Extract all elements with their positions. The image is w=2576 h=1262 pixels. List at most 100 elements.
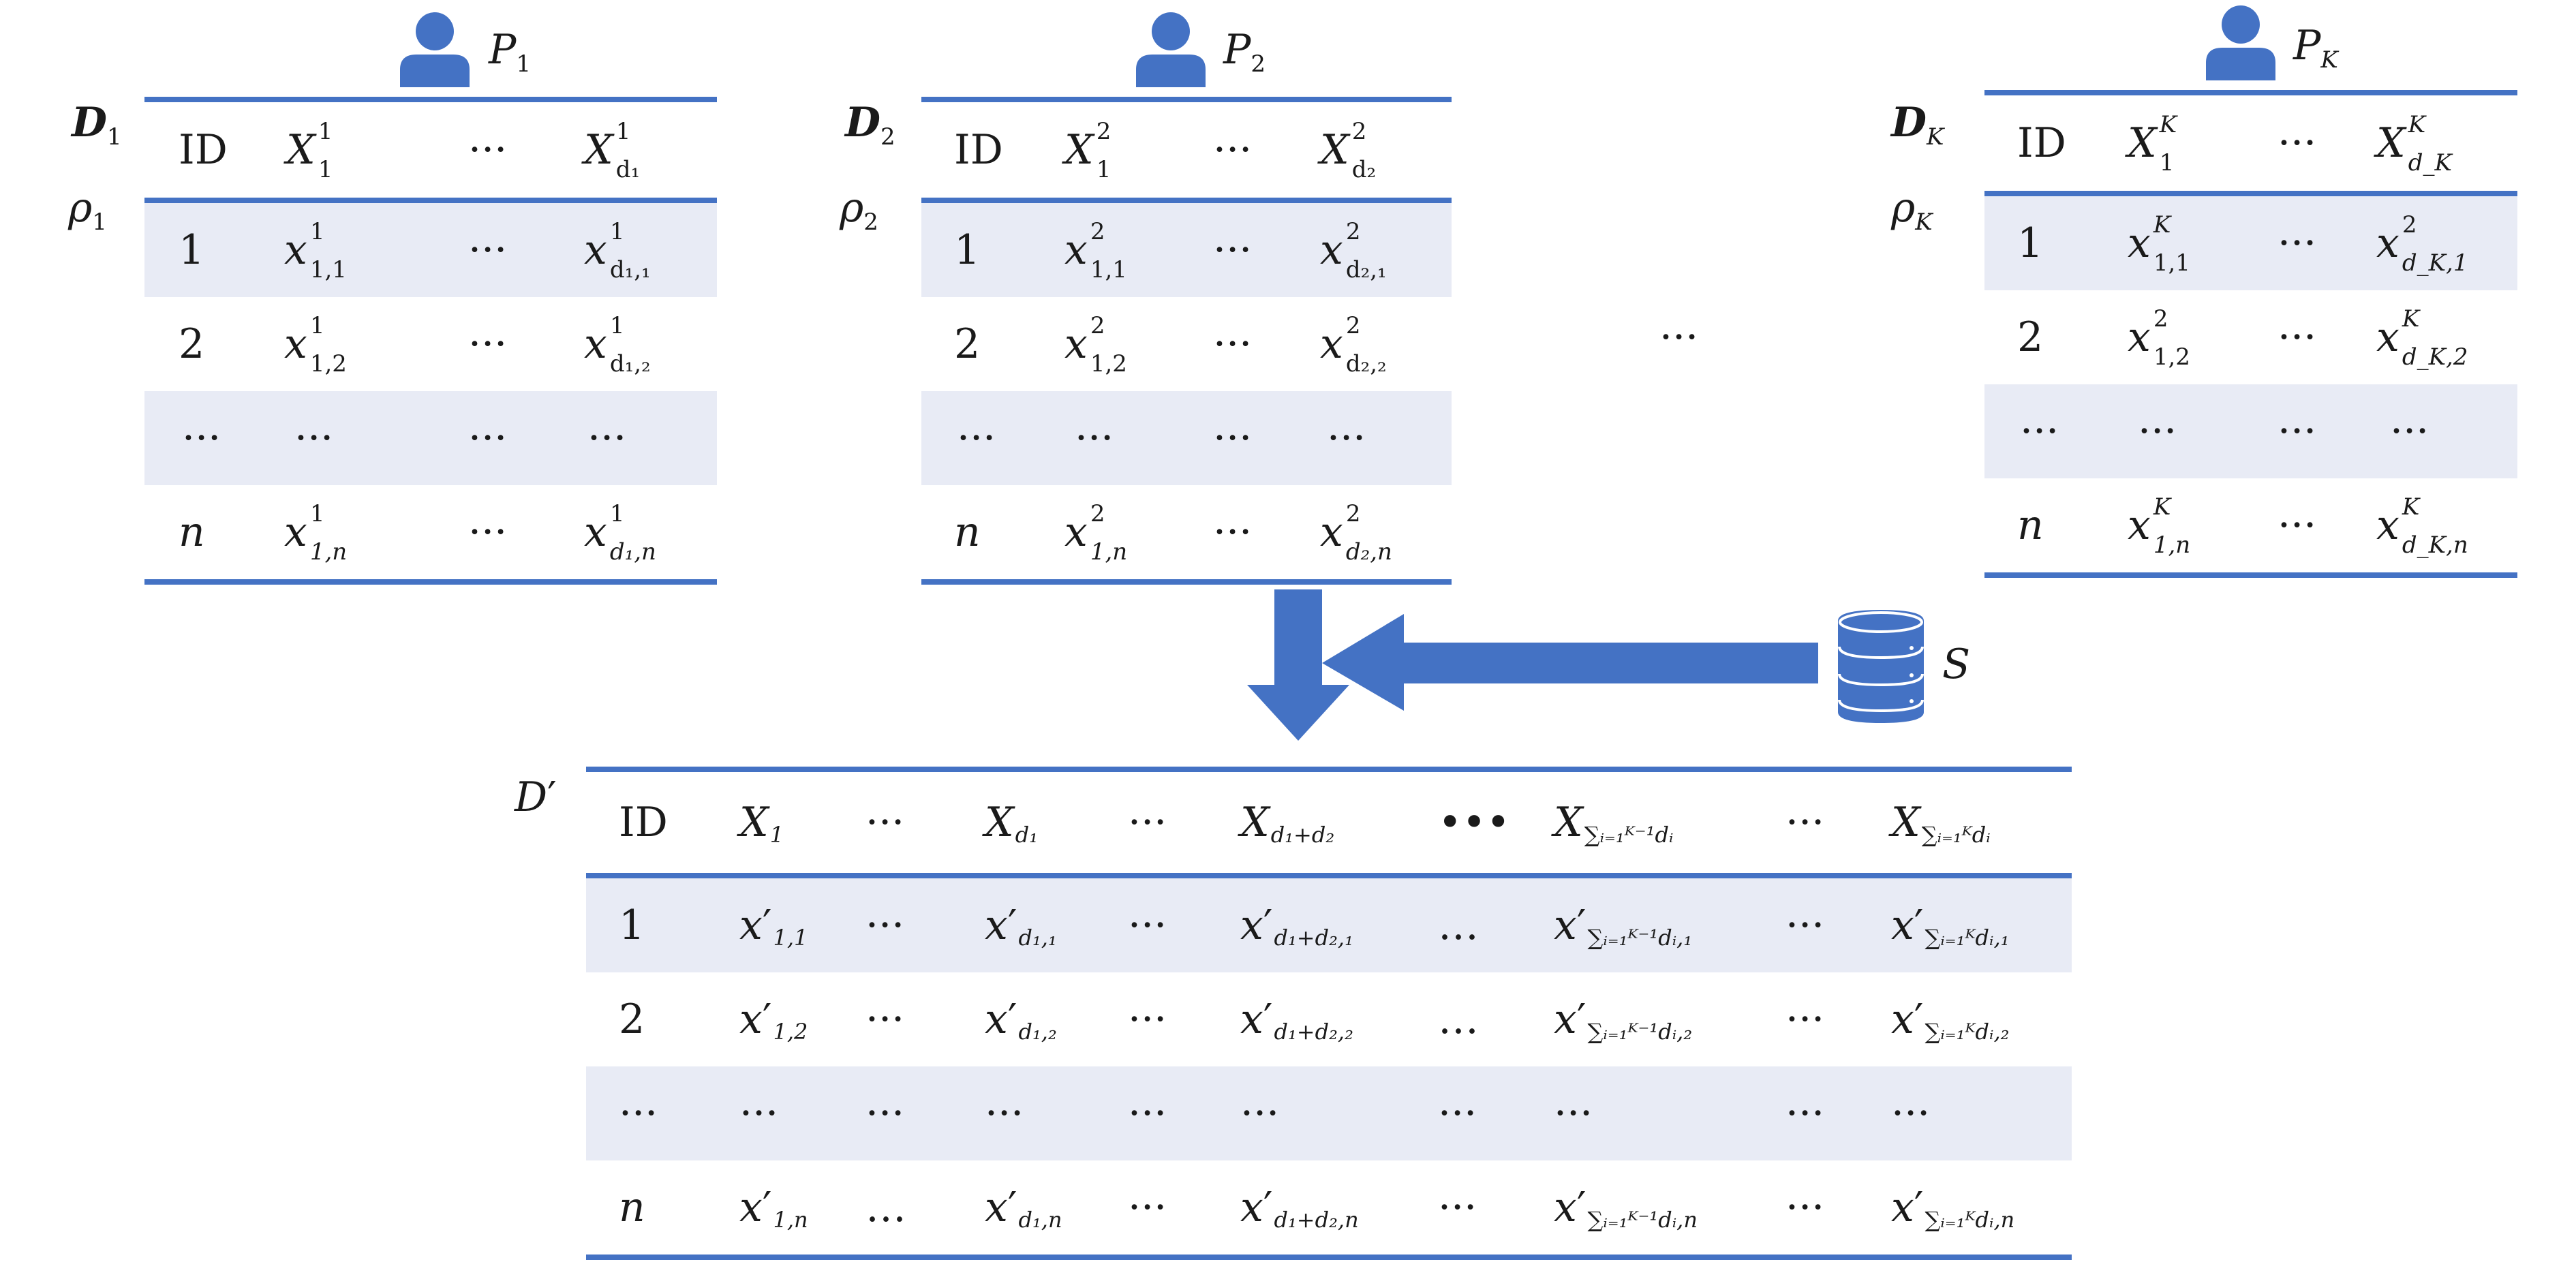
party-k-name: PK [2293, 22, 2338, 74]
row-id: ··· [957, 414, 996, 462]
row-2-col-9: ··· [1891, 1090, 1931, 1137]
row-1-col-0: 2 [619, 996, 645, 1043]
row-0-col-4: ··· [1128, 902, 1167, 949]
row-0-col-9: x′∑ᵢ₌₁ᴷdᵢ,₁ [1891, 902, 2010, 951]
person-icon [400, 12, 470, 87]
row-2-col-7: ··· [1554, 1090, 1593, 1137]
party-1-name: P1 [489, 26, 532, 78]
row-3-col-3: x′d₁,n [985, 1184, 1062, 1233]
cell-dots: ··· [468, 414, 508, 462]
row-0-col-6: … [1438, 902, 1479, 949]
row-1-col-4: ··· [1128, 996, 1167, 1043]
row-id: 1 [179, 226, 205, 274]
header-col-dots: ··· [2278, 119, 2317, 167]
cell-dots: ··· [1213, 414, 1253, 462]
cell-first: ··· [1075, 414, 1114, 462]
cell-first: ··· [294, 414, 334, 462]
header-col-9: X∑ᵢ₌₁ᴷdᵢ [1891, 799, 1991, 848]
row-id: 1 [2017, 219, 2044, 267]
header-col-dots: ··· [1213, 126, 1253, 174]
cell-dots: ··· [468, 226, 508, 274]
cell-last: ··· [2390, 407, 2429, 455]
row-id: ··· [2020, 407, 2059, 455]
row-0-col-7: x′∑ᵢ₌₁ᴷ⁻¹dᵢ,₁ [1554, 902, 1693, 951]
database-icon [1838, 610, 1924, 723]
row-1-col-9: x′∑ᵢ₌₁ᴷdᵢ,₂ [1891, 996, 2010, 1045]
row-3-col-9: x′∑ᵢ₌₁ᴷdᵢ,n [1891, 1184, 2015, 1233]
row-id: n [179, 508, 205, 556]
party-1-header: P1 [399, 8, 576, 89]
between-parties-dots: ··· [1659, 313, 1699, 361]
row-3-col-0: n [619, 1184, 645, 1231]
rho-label-2: ρ2 [840, 184, 878, 236]
row-0-col-5: x′d₁+d₂,₁ [1240, 902, 1353, 951]
row-0-col-2: ··· [865, 902, 905, 949]
row-0-col-1: x′1,1 [739, 902, 808, 951]
row-id: n [954, 508, 981, 556]
table-row: ··· ··· ··· ··· [1984, 384, 2517, 478]
cell-last: ··· [587, 414, 627, 462]
cell-dots: ··· [468, 320, 508, 368]
party-k-header: PK [2205, 1, 2382, 82]
header-col-4: ··· [1128, 799, 1167, 846]
row-1-col-3: x′d₁,₂ [985, 996, 1057, 1045]
server-label: S [1942, 641, 1971, 688]
row-2-col-0: ··· [619, 1090, 658, 1137]
header-col-7: X∑ᵢ₌₁ᴷ⁻¹dᵢ [1554, 799, 1674, 848]
party-2-name: P2 [1223, 26, 1266, 78]
cell-first: ··· [2138, 407, 2177, 455]
table-row: ··· ··· ··· ··· [921, 391, 1452, 485]
row-3-col-1: x′1,n [739, 1184, 808, 1233]
person-icon [2206, 5, 2275, 80]
rho-label-1: ρ1 [68, 184, 107, 236]
cell-dots: ··· [2278, 502, 2317, 549]
cell-dots: ··· [1213, 320, 1253, 368]
row-3-col-6: ··· [1438, 1184, 1477, 1231]
row-1-col-1: x′1,2 [739, 996, 808, 1045]
header-col-dots: ··· [468, 126, 508, 174]
row-3-col-4: ··· [1128, 1184, 1167, 1231]
row-id: 2 [954, 320, 981, 368]
dataset-label-2: D2 [845, 99, 895, 151]
dataset-label-k: DK [1891, 99, 1944, 151]
row-3-col-2: … [865, 1184, 906, 1231]
table-row: ··· ··· ··· ··· [144, 391, 717, 485]
rho-label-k: ρK [1891, 184, 1933, 236]
row-1-col-7: x′∑ᵢ₌₁ᴷ⁻¹dᵢ,₂ [1554, 996, 1693, 1045]
arrow-left-icon [1322, 614, 1818, 711]
person-icon [1136, 12, 1206, 87]
row-1-col-5: x′d₁+d₂,₂ [1240, 996, 1353, 1045]
cell-dots: ··· [468, 508, 508, 556]
table-row: ······························ [586, 1066, 2072, 1160]
